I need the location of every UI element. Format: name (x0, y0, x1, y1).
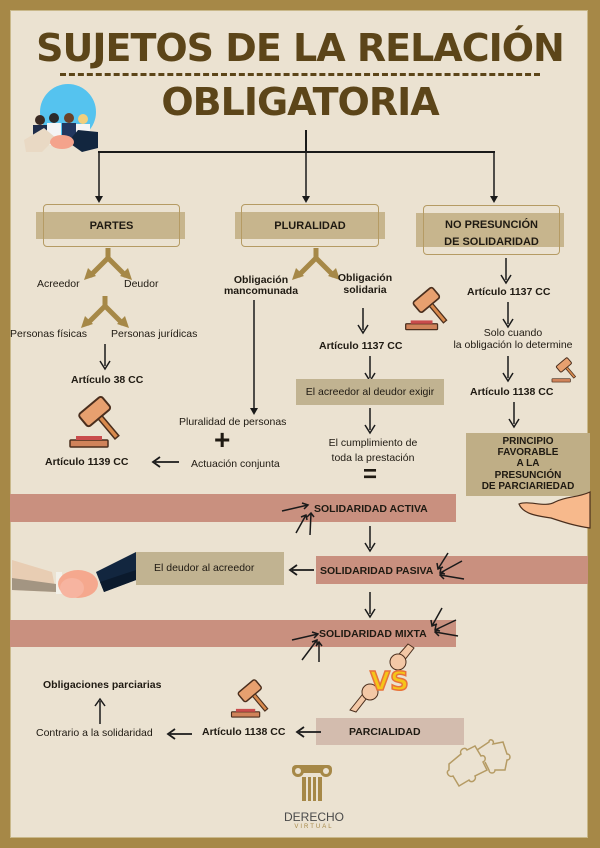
parcialidad-label: PARCIALIDAD (349, 726, 421, 738)
arrow-left-icon (295, 726, 321, 738)
solidaridad-mixta-bar (10, 620, 456, 647)
header-pluralidad: PLURALIDAD (274, 220, 346, 232)
pointing-arrows-icon (436, 552, 465, 580)
principio-line: A LA (516, 458, 540, 470)
equals-sign: = (362, 461, 377, 488)
header-box-pluralidad (241, 204, 379, 247)
plus-sign: + (214, 424, 231, 455)
obligacion-mancomunada-line1: Obligación (233, 274, 289, 286)
principio-line: FAVORABLE (497, 447, 559, 459)
obligacion-solidaria-line1: Obligación (337, 272, 393, 284)
solidaridad-mixta-label: SOLIDARIDAD MIXTA (319, 628, 427, 640)
articulo-38-label: Artículo 38 CC (71, 374, 144, 386)
articulo-1137-pluralidad-label: Artículo 1137 CC (319, 340, 403, 352)
exigir-box (296, 379, 444, 405)
arrow-down-icon (250, 300, 258, 415)
arrow-down-icon (99, 344, 111, 371)
parcialidad-box (316, 718, 464, 745)
principio-box (466, 433, 590, 496)
vs-label: VS (370, 667, 409, 697)
arrow-left-icon (166, 728, 192, 740)
actuacion-conjunta-label: Actuación conjunta (191, 458, 280, 470)
header-box-partes (43, 204, 180, 247)
arrow-down-icon (302, 151, 310, 203)
deudor-label: Deudor (124, 278, 159, 290)
obligacion-mancomunada-line2: mancomunada (223, 285, 299, 297)
arrow-down-icon (95, 151, 103, 203)
principio-line: PRINCIPIO (502, 436, 554, 447)
cumplimiento-line2: toda la prestación (331, 452, 415, 464)
arrow-down-icon (500, 258, 512, 285)
deudor-acreedor-label: El deudor al acreedor (154, 562, 255, 574)
solo-cuando-line1: Solo cuando (483, 327, 543, 339)
solidaridad-activa-label: SOLIDARIDAD ACTIVA (314, 503, 428, 515)
fork-arrow-icon (84, 248, 132, 280)
gavel-icon (69, 396, 120, 448)
articulo-1137-no-presuncion-label: Artículo 1137 CC (467, 286, 551, 298)
logo-name: DERECHO (283, 810, 344, 824)
header-box-no-presuncion (423, 205, 560, 255)
connector-top-vertical (305, 130, 307, 152)
arrow-left-icon (151, 456, 179, 468)
header-partes: PARTES (89, 220, 134, 232)
articulo-1138-parcialidad-label: Artículo 1138 CC (202, 726, 286, 738)
arrow-down-icon (364, 408, 376, 435)
gavel-icon (230, 679, 269, 718)
exigir-label: El acreedor al deudor exigir (305, 386, 435, 398)
articulo-1138-no-presuncion-label: Artículo 1138 CC (470, 386, 554, 398)
pointing-arrows-icon (430, 607, 459, 637)
arrow-left-icon (288, 564, 314, 576)
arrow-down-icon (508, 402, 520, 429)
arrow-down-icon (502, 356, 514, 383)
logo-sub: VIRTUAL (294, 824, 334, 830)
gavel-icon (405, 286, 448, 331)
arrow-down-icon (364, 526, 376, 553)
header-no-presuncion-line1: NO PRESUNCIÓN (445, 219, 538, 231)
principio-text: PRINCIPIO FAVORABLE A LA PRESUNCIÓN DE P… (466, 436, 590, 492)
personas-juridicas-label: Personas jurídicas (111, 328, 198, 340)
arrow-down-icon (490, 151, 498, 203)
title-line-2: OBLIGATORIA (161, 80, 439, 124)
articulo-1139-label: Artículo 1139 CC (45, 456, 129, 468)
contrario-solidaridad-label: Contrario a la solidaridad (36, 727, 153, 739)
acreedor-label: Acreedor (37, 278, 80, 290)
fork-arrow-icon (292, 248, 340, 280)
arrow-down-icon (364, 592, 376, 619)
header-no-presuncion-line2: DE SOLIDARIDAD (444, 236, 539, 248)
deudor-acreedor-box (136, 552, 284, 585)
title-line-1: SUJETOS DE LA RELACIÓN (36, 26, 565, 70)
puzzle-pieces-icon (446, 739, 511, 788)
solidaridad-activa-bar (10, 494, 456, 522)
gavel-icon (551, 357, 577, 383)
cumplimiento-line1: El cumplimiento de (328, 437, 418, 449)
solidaridad-pasiva-bar (316, 556, 588, 584)
fork-arrow-icon (81, 296, 129, 328)
header-bar-pluralidad (235, 212, 385, 239)
principio-line: PRESUNCIÓN (494, 469, 562, 481)
pluralidad-personas-label: Pluralidad de personas (179, 416, 287, 428)
pointing-arrows-icon (281, 502, 315, 536)
arrow-down-icon (502, 302, 514, 329)
arrow-up-icon (94, 697, 106, 724)
header-bar-partes (36, 212, 185, 239)
obligacion-solidaria-line2: solidaria (343, 284, 387, 296)
versus-fists-icon: VS (349, 643, 415, 713)
open-hand-icon (518, 491, 591, 529)
solo-cuando-line2: la obligación lo determine (453, 339, 573, 351)
team-handshake-icon (24, 84, 98, 152)
connector-top-horizontal (98, 151, 495, 153)
pointing-arrows-icon (291, 631, 323, 662)
title-divider (60, 73, 540, 76)
principio-line: DE PARCIARIEDAD (481, 480, 575, 492)
column-logo-icon (292, 765, 332, 801)
arrow-down-icon (357, 308, 369, 335)
solidaridad-pasiva-label: SOLIDARIDAD PASIVA (320, 565, 434, 577)
personas-fisicas-label: Personas físicas (10, 328, 88, 340)
handshake-icon (12, 552, 136, 598)
header-bar-no-presuncion (416, 213, 564, 247)
obligaciones-parciarias-label: Obligaciones parciarias (43, 679, 162, 691)
